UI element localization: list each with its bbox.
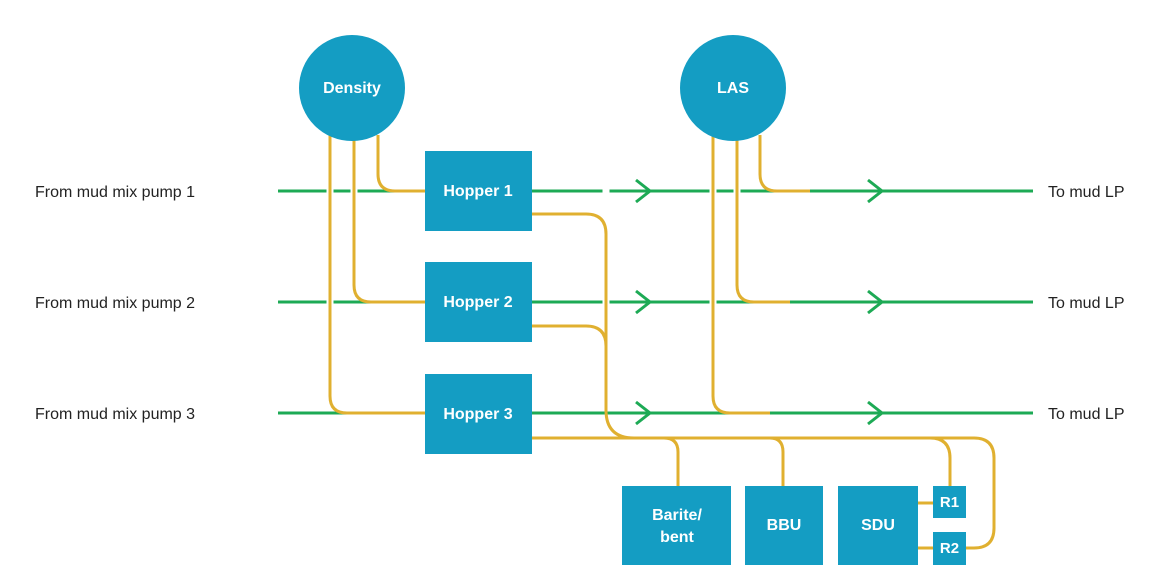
hopper-1-label: Hopper 1 xyxy=(443,183,512,200)
hopper3-outlet xyxy=(532,436,680,486)
r1-feed xyxy=(929,436,952,486)
flow-arrows xyxy=(635,178,885,426)
connector-lines xyxy=(328,135,996,550)
density-sensor[interactable]: Density xyxy=(299,35,405,141)
arrow-icon xyxy=(635,178,653,204)
hopper2-outlet xyxy=(532,324,608,347)
r2-unit[interactable]: R2 xyxy=(933,532,966,565)
barite-label-line2: bent xyxy=(660,529,694,546)
destination-labels: To mud LP To mud LP To mud LP xyxy=(1048,184,1124,423)
arrow-icon xyxy=(867,289,885,315)
r1-unit[interactable]: R1 xyxy=(933,486,966,518)
hopper-2-label: Hopper 2 xyxy=(443,294,512,311)
barite-bent-unit[interactable]: Barite/ bent xyxy=(622,486,731,565)
las-tap-2 xyxy=(735,135,790,304)
density-label: Density xyxy=(323,80,381,97)
bbu-label: BBU xyxy=(767,517,802,534)
hopper-1[interactable]: Hopper 1 xyxy=(425,151,532,231)
hopper-3-label: Hopper 3 xyxy=(443,406,512,423)
destination-label-3: To mud LP xyxy=(1048,406,1124,423)
destination-label-2: To mud LP xyxy=(1048,295,1124,312)
source-label-1: From mud mix pump 1 xyxy=(35,184,195,201)
barite-label-line1: Barite/ xyxy=(652,507,702,524)
las-sensor[interactable]: LAS xyxy=(680,35,786,141)
sdu-unit[interactable]: SDU xyxy=(838,486,918,565)
crossing-gaps xyxy=(326,186,741,307)
bbu-unit[interactable]: BBU xyxy=(745,486,823,565)
r2-label: R2 xyxy=(940,540,959,557)
source-label-2: From mud mix pump 2 xyxy=(35,295,195,312)
arrow-icon xyxy=(867,400,885,426)
hopper1-outlet xyxy=(532,212,608,410)
source-labels: From mud mix pump 1 From mud mix pump 2 … xyxy=(35,184,195,423)
density-tap-2 xyxy=(352,135,426,304)
arrow-icon xyxy=(635,400,653,426)
bbu-feed xyxy=(769,436,785,486)
las-tap-3 xyxy=(711,135,770,415)
las-tap-1 xyxy=(758,135,810,193)
las-label: LAS xyxy=(717,80,749,97)
density-tap-3 xyxy=(328,135,426,415)
hopper-3[interactable]: Hopper 3 xyxy=(425,374,532,454)
r1-label: R1 xyxy=(940,494,959,511)
density-tap-1 xyxy=(376,135,426,193)
arrow-icon xyxy=(635,289,653,315)
destination-label-1: To mud LP xyxy=(1048,184,1124,201)
hopper-2[interactable]: Hopper 2 xyxy=(425,262,532,342)
sdu-label: SDU xyxy=(861,517,895,534)
hopper-bus xyxy=(604,409,996,550)
arrow-icon xyxy=(867,178,885,204)
source-label-3: From mud mix pump 3 xyxy=(35,406,195,423)
